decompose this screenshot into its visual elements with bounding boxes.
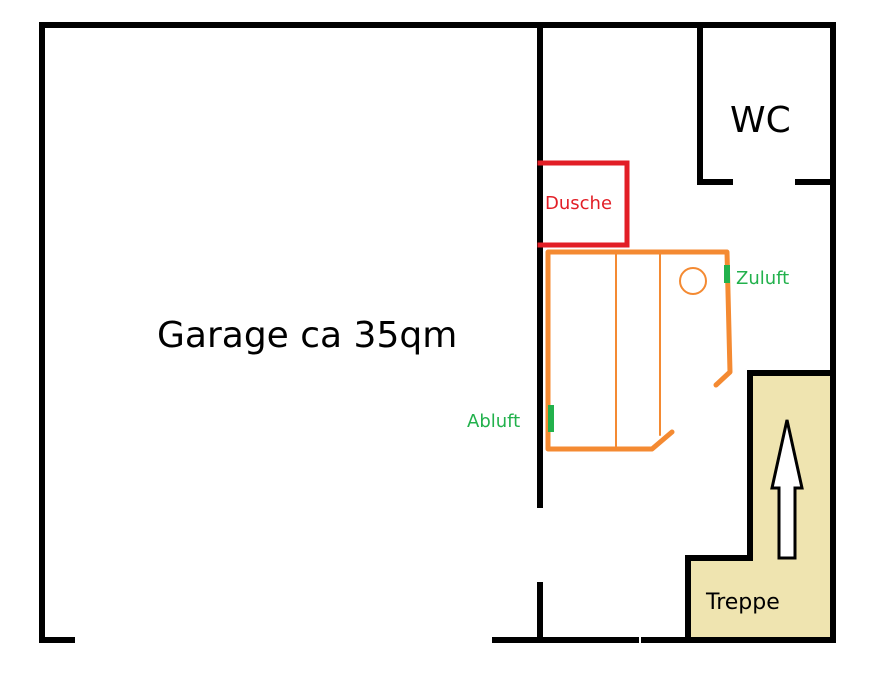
wc-label: WC [730, 100, 791, 141]
bath-boundary [545, 249, 733, 452]
treppe-label: Treppe [705, 590, 780, 615]
bath-outline [545, 249, 733, 452]
stairs-area [685, 370, 836, 643]
garage-label: Garage ca 35qm [157, 315, 457, 356]
shower-outline [537, 160, 630, 248]
dusche-label: Dusche [545, 193, 612, 214]
abluft-label: Abluft [467, 411, 520, 432]
arrow-up-icon [770, 419, 804, 560]
zuluft-label: Zuluft [736, 268, 789, 289]
drain-icon [679, 267, 707, 295]
